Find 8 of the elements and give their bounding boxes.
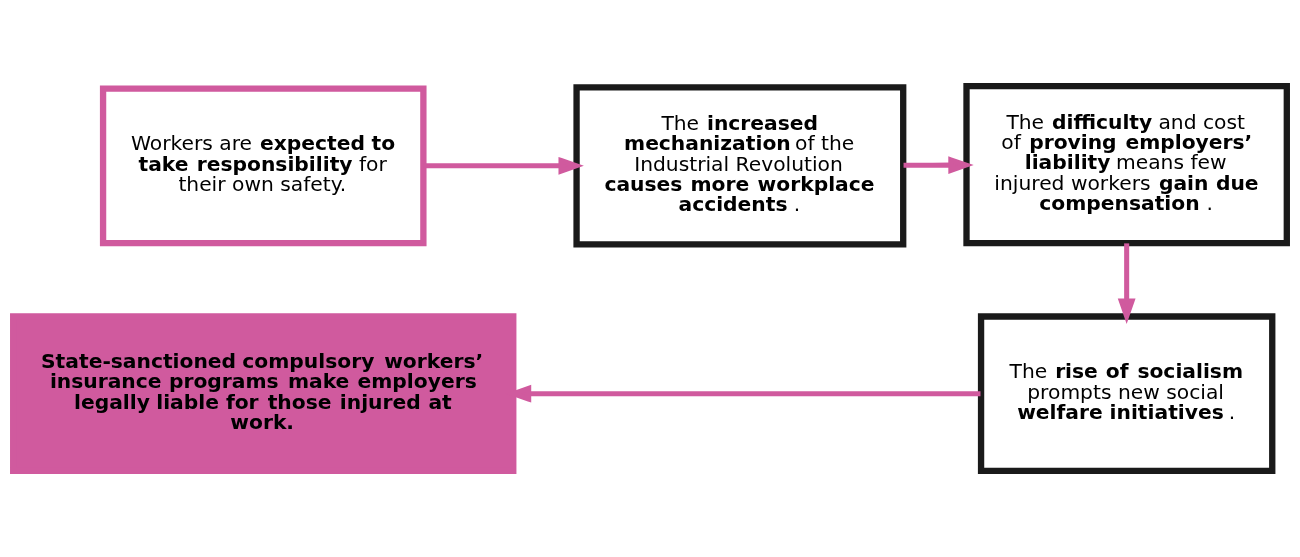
node-box: State-sanctioned compulsory workers’ insurance programs make employers legally liable for those injured at work. <box>10 313 517 475</box>
node-box: The increased mechanization of the Industrial Revolution causes more workplace accidents. <box>573 84 907 248</box>
node-box: The difficulty and cost of proving employers’ liability means few injured workers gain due compensation. <box>963 82 1290 247</box>
arrow <box>423 156 584 175</box>
arrow <box>903 156 974 174</box>
node-box: Workers are expected to take responsibility for their own safety. <box>99 85 427 247</box>
node-box: The rise of socialism prompts new social welfare initiatives. <box>977 313 1276 475</box>
arrow <box>1117 243 1136 324</box>
